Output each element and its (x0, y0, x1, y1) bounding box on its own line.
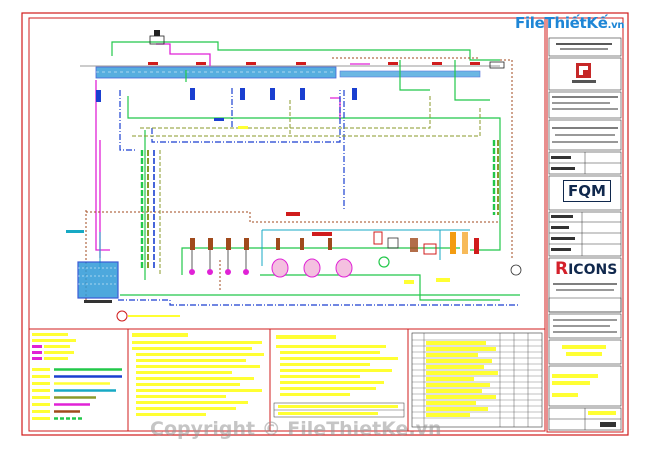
dosing-units (373, 231, 522, 284)
ricons-logo-initial: R (555, 259, 569, 279)
top-valve-markers (148, 30, 505, 69)
brown-pipe-route (85, 57, 513, 300)
general-notes-panel (132, 333, 264, 416)
watermark-brand-name: ThiếtKế (544, 14, 608, 32)
ricons-logo: RICONS (555, 259, 617, 279)
watermark-brand: FileThiếtKế.vn (515, 14, 625, 40)
top-collection-channel (80, 65, 500, 79)
namlong-logo-icon (572, 63, 596, 83)
storage-tank (66, 230, 180, 322)
downpipe-markers (96, 88, 357, 216)
equipment-schedule-table (411, 332, 543, 428)
fqm-logo: FQM (563, 180, 611, 202)
notes-area (28, 328, 546, 432)
title-block (546, 17, 624, 433)
olive-pipe-route (132, 96, 481, 275)
copyright-watermark: Copyright © FileThietKe.vn (150, 418, 442, 440)
filter-vessels (271, 232, 353, 278)
ricons-logo-rest: ICONS (568, 262, 618, 278)
blue-pipe-route (118, 88, 520, 306)
legend-panel (32, 333, 122, 420)
sheet-outer-border (21, 12, 629, 436)
left-pipe-rack (140, 150, 155, 268)
right-pipe-rack (492, 140, 499, 215)
pump-station (189, 238, 249, 275)
watermark-brand-suffix: .vn (607, 20, 625, 31)
watermark-brand-main: File (515, 14, 545, 32)
specification-notes-panel (273, 335, 405, 418)
green-pipe-route (111, 41, 520, 301)
